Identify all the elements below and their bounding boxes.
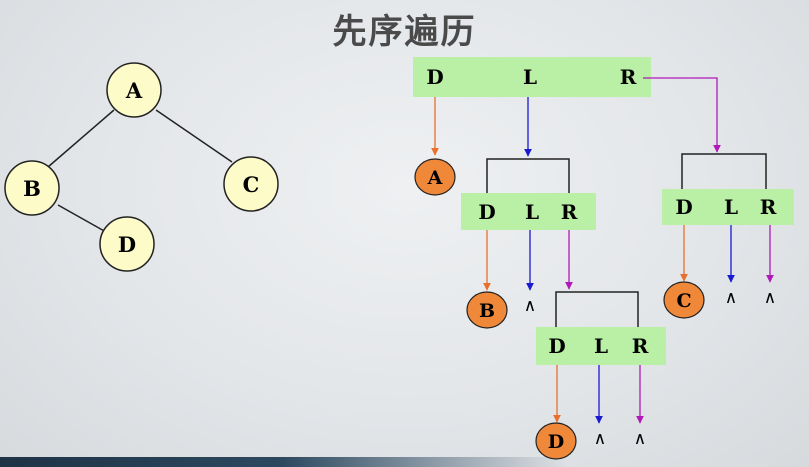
dlr-bar-a-d: D (426, 65, 443, 89)
dlr-bar-d (536, 327, 666, 365)
svg-text:C: C (243, 172, 260, 197)
slide-bottom-bar (0, 457, 809, 467)
dlr-bar-d-d: D (548, 334, 565, 358)
svg-text:A: A (427, 167, 443, 189)
tree-node-d: D (99, 216, 155, 272)
dlr-bar-b-l: L (525, 200, 539, 224)
dlr-bar-c-l: L (724, 195, 738, 219)
tree-edge-a-b (47, 109, 115, 168)
svg-text:D: D (548, 431, 564, 453)
bracket-b (486, 158, 570, 193)
null-marker-c-l: ∧ (725, 288, 737, 308)
tree-node-b: B (4, 160, 60, 216)
tree-edge-a-c (155, 109, 233, 163)
svg-text:C: C (676, 290, 691, 312)
dlr-bar-b (461, 193, 596, 230)
visit-node-c: C (663, 281, 705, 319)
tree-edge-b-d (57, 204, 107, 233)
svg-text:B: B (479, 300, 495, 322)
dlr-bar-d-l: L (594, 334, 608, 358)
dlr-bar-c-r: R (760, 195, 777, 219)
dlr-bar-c-d: D (675, 195, 692, 219)
visit-node-d: D (535, 422, 577, 460)
dlr-bar-c (662, 189, 794, 225)
tree-node-a: A (106, 62, 162, 118)
null-marker-b-l: ∧ (524, 296, 536, 316)
bracket-c (681, 153, 767, 189)
svg-text:A: A (125, 78, 143, 103)
null-marker-d-l: ∧ (594, 429, 606, 449)
arrow-r-a (643, 77, 721, 153)
null-marker-d-r: ∧ (634, 429, 646, 449)
svg-text:D: D (118, 232, 136, 257)
dlr-bar-b-d: D (478, 200, 495, 224)
dlr-bar-d-r: R (632, 334, 649, 358)
dlr-bar-a-r: R (620, 65, 637, 89)
null-marker-c-r: ∧ (764, 288, 776, 308)
dlr-bar-b-r: R (561, 200, 578, 224)
svg-text:B: B (23, 176, 41, 201)
bracket-d (555, 291, 639, 327)
visit-node-b: B (466, 291, 508, 329)
page-title: 先序遍历 (332, 12, 477, 52)
dlr-bar-a-l: L (523, 65, 537, 89)
dlr-bar-a (413, 57, 651, 97)
tree-node-c: C (223, 156, 279, 212)
visit-node-a: A (414, 158, 456, 196)
